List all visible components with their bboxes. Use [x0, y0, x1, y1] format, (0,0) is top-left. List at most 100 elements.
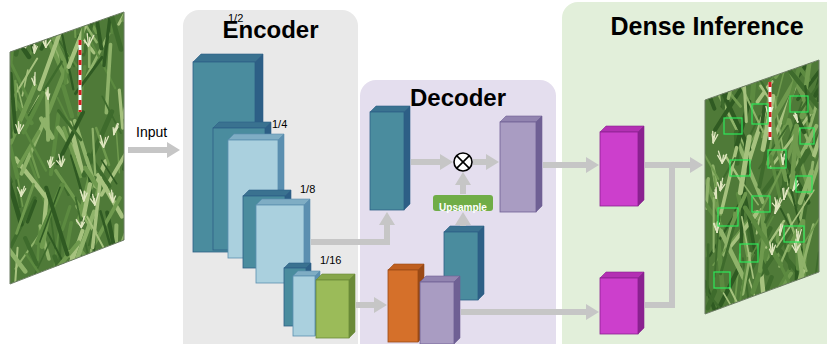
leaf: [0, 223, 25, 271]
tassel: [772, 203, 777, 209]
tassel: [59, 154, 62, 166]
leaf: [23, 93, 43, 133]
leaf: [28, 294, 39, 313]
tassel: [722, 157, 726, 163]
leaf: [17, 184, 34, 233]
tassel: [795, 112, 798, 122]
leaf: [38, 288, 58, 313]
leaf: [794, 268, 798, 290]
tassel: [104, 136, 109, 147]
scale-label: 1/2: [228, 12, 243, 25]
slab-top: [420, 276, 460, 282]
measuring-stick: [769, 82, 772, 140]
leaf: [757, 270, 789, 327]
leaf: [690, 189, 705, 256]
leaf: [82, 252, 109, 287]
leaf: [69, 20, 87, 67]
leaf: [58, 233, 60, 300]
leaf: [771, 156, 781, 200]
leaf: [123, 58, 139, 117]
tassel: [76, 221, 81, 228]
leaf: [48, 0, 70, 27]
flow-line: [411, 159, 443, 165]
multiply-circle: [454, 153, 472, 171]
tassel: [81, 222, 84, 227]
operation-label: Upsample: [439, 202, 487, 214]
tassel: [114, 127, 118, 135]
tassel: [104, 138, 106, 148]
tassel: [48, 161, 51, 167]
detection-box: [800, 128, 814, 144]
leaf: [71, 0, 90, 14]
leaf: [799, 286, 819, 312]
detection-box: [790, 96, 808, 112]
slab-front: [370, 112, 404, 210]
tassel: [114, 124, 119, 135]
feature-map: [500, 116, 542, 212]
leaf: [110, 12, 121, 50]
leaf: [730, 288, 750, 327]
flow-line: [311, 222, 387, 242]
slab-side: [638, 126, 644, 206]
tassel: [718, 182, 721, 190]
slab-side: [454, 276, 460, 344]
scale-label: 1/8: [300, 183, 315, 196]
tassel: [34, 44, 35, 53]
leaf: [102, 160, 117, 183]
leaf: [15, 0, 35, 40]
leaf: [790, 314, 791, 334]
slab-side: [404, 106, 410, 210]
leaf: [104, 7, 111, 66]
leaf: [82, 20, 83, 52]
leaf: [26, 254, 53, 293]
leaf: [0, 0, 29, 57]
tassel: [714, 224, 718, 233]
arrow-head: [455, 172, 471, 185]
leaf: [744, 6, 770, 63]
leaf: [56, 171, 91, 224]
leaf: [706, 245, 709, 295]
leaf: [737, 19, 763, 64]
slab-top: [316, 274, 355, 280]
leaf: [50, 0, 59, 18]
tassel: [713, 136, 715, 142]
tassel: [32, 78, 35, 85]
tassel: [50, 163, 54, 168]
tassel: [109, 193, 112, 201]
leaf: [88, 43, 91, 67]
tassel: [100, 135, 103, 147]
leaf: [54, 0, 91, 23]
detection-box: [752, 104, 768, 124]
arrow-head: [374, 297, 387, 313]
slab-front: [600, 278, 638, 334]
detection-box: [796, 176, 812, 192]
leaf: [725, 7, 747, 68]
leaf: [102, 251, 106, 311]
flow-line: [645, 162, 693, 168]
arrow-head: [690, 157, 703, 173]
input-image: [0, 0, 150, 313]
leaf: [51, 0, 65, 31]
leaf: [11, 15, 15, 63]
tassel: [718, 155, 722, 163]
tassel: [49, 160, 51, 167]
leaf: [73, 0, 76, 37]
tassel: [112, 128, 114, 135]
slab-side: [478, 226, 484, 300]
slab-top: [370, 106, 410, 112]
feature-map: [388, 264, 424, 342]
tassel: [782, 158, 783, 165]
arrow-head: [586, 304, 599, 320]
tassel: [722, 154, 726, 163]
detection-box: [718, 208, 738, 226]
leaf: [814, 117, 826, 155]
detection-box: [724, 118, 742, 134]
leaf: [93, 278, 104, 294]
tassel: [93, 194, 95, 205]
slab-front: [420, 282, 454, 344]
leaf: [778, 309, 788, 326]
leaf: [11, 74, 16, 132]
tassel: [718, 151, 722, 163]
output-image: [684, 6, 827, 338]
leaf: [699, 68, 715, 109]
